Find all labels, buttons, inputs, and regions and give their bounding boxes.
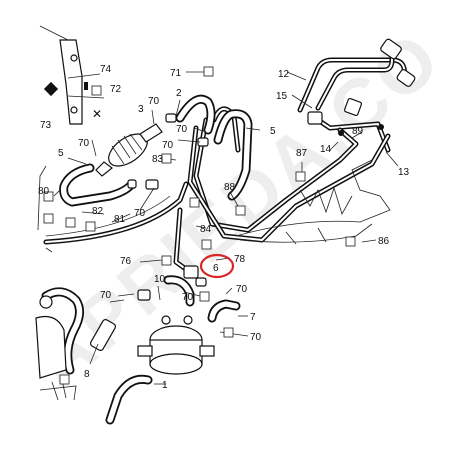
label-88: 88 xyxy=(224,182,236,193)
label-78: 78 xyxy=(234,254,246,265)
hose-clips xyxy=(89,113,209,351)
label-8: 8 xyxy=(84,369,90,380)
label-70-b: 70 xyxy=(176,124,188,135)
svg-text:✕: ✕ xyxy=(92,107,102,121)
label-70-d: 70 xyxy=(78,138,90,149)
engine-block-lower-left xyxy=(35,295,77,401)
label-6: 6 xyxy=(213,263,219,274)
label-10: 10 xyxy=(154,274,166,285)
label-74: 74 xyxy=(100,64,112,75)
label-82: 82 xyxy=(92,206,104,217)
label-2: 2 xyxy=(176,88,182,99)
label-80: 80 xyxy=(38,186,50,197)
return-lines xyxy=(37,165,193,275)
label-70-a: 70 xyxy=(148,96,160,107)
fuel-pump-assembly xyxy=(137,315,215,375)
label-81: 81 xyxy=(114,214,126,225)
label-14: 14 xyxy=(320,144,332,155)
label-83: 83 xyxy=(152,154,164,165)
label-72: 72 xyxy=(110,84,122,95)
hoses xyxy=(41,94,253,425)
callout-boxes xyxy=(43,66,356,385)
label-87: 87 xyxy=(296,148,308,159)
label-71: 71 xyxy=(170,68,182,79)
label-84: 84 xyxy=(200,224,212,235)
label-89: 89 xyxy=(352,126,364,137)
label-73: 73 xyxy=(40,120,52,131)
label-76: 76 xyxy=(120,256,132,267)
label-70-f: 70 xyxy=(100,290,112,301)
label-70-i: 70 xyxy=(250,332,262,343)
label-3: 3 xyxy=(138,104,144,115)
label-70-h: 70 xyxy=(236,284,248,295)
pipe-connectors xyxy=(307,38,416,136)
label-13: 13 xyxy=(398,167,410,178)
label-70-e: 70 xyxy=(134,208,146,219)
fuel-filter xyxy=(95,123,163,177)
leader-lines xyxy=(53,71,399,385)
label-86: 86 xyxy=(378,236,390,247)
label-70-g: 70 xyxy=(182,292,194,303)
label-5-left: 5 xyxy=(58,148,64,159)
label-12: 12 xyxy=(278,69,290,80)
label-70-c: 70 xyxy=(162,140,174,151)
label-15: 15 xyxy=(276,91,288,102)
part-number-labels: 1 2 3 5 5 6 7 8 10 12 13 14 15 70 70 70 … xyxy=(38,64,410,391)
mounting-bracket: ✕ xyxy=(39,25,105,125)
label-1: 1 xyxy=(162,380,168,391)
label-7: 7 xyxy=(250,312,256,323)
highlight-circle xyxy=(199,253,235,279)
label-5-right: 5 xyxy=(270,126,276,137)
